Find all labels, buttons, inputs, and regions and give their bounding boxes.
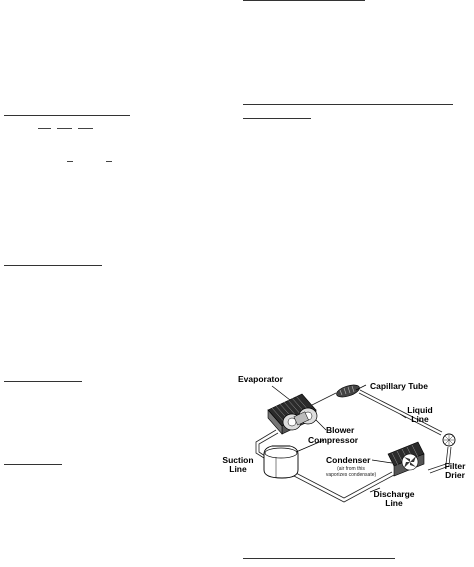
label-blower: Blower	[326, 425, 355, 435]
label-evaporator: Evaporator	[238, 374, 283, 384]
left-heading-rule-3	[4, 381, 82, 382]
leader-lines	[271, 384, 407, 493]
left-heading-rule-4	[4, 464, 62, 465]
label-suction-line: Suction Line	[222, 455, 254, 474]
condenser-coil	[387, 441, 425, 477]
right-bottom-rule	[243, 558, 395, 559]
refrigeration-cycle-diagram: Evaporator Capillary Tube Liquid Line Bl…	[222, 360, 474, 520]
drier-to-condenser-pipe	[427, 446, 449, 471]
condenser-fan	[401, 453, 419, 471]
compressor	[263, 445, 299, 479]
label-filter-drier: Filter Drier	[444, 461, 466, 480]
left-formula-bar-4	[67, 161, 73, 162]
capillary-tube	[336, 384, 360, 398]
label-capillary-tube: Capillary Tube	[370, 381, 428, 391]
label-liquid-line: Liquid Line	[407, 405, 433, 424]
left-heading-rule-1	[4, 115, 130, 116]
left-heading-rule-2	[4, 265, 102, 266]
discharge-line-pipe	[293, 471, 393, 499]
refrigeration-cycle-svg	[255, 384, 456, 503]
label-condenser: Condenser	[326, 455, 371, 465]
label-discharge-line: Discharge Line	[373, 489, 415, 508]
evap-to-cap-pipe	[309, 392, 337, 407]
right-top-rule	[243, 0, 365, 1]
filter-drier	[442, 433, 456, 447]
condenser-note: (air from this vaporizes condensate)	[325, 466, 377, 478]
liquid-line-pipe	[359, 389, 443, 433]
right-heading-rule-1	[243, 104, 453, 105]
left-formula-bar-3	[78, 128, 93, 129]
left-formula-bar-5	[106, 161, 112, 162]
right-heading-rule-2	[243, 118, 311, 119]
suction-line-pipe	[255, 429, 277, 459]
label-compressor: Compressor	[308, 435, 359, 445]
blower	[282, 407, 318, 431]
left-formula-bar-1	[38, 128, 51, 129]
left-formula-bar-2	[57, 128, 72, 129]
